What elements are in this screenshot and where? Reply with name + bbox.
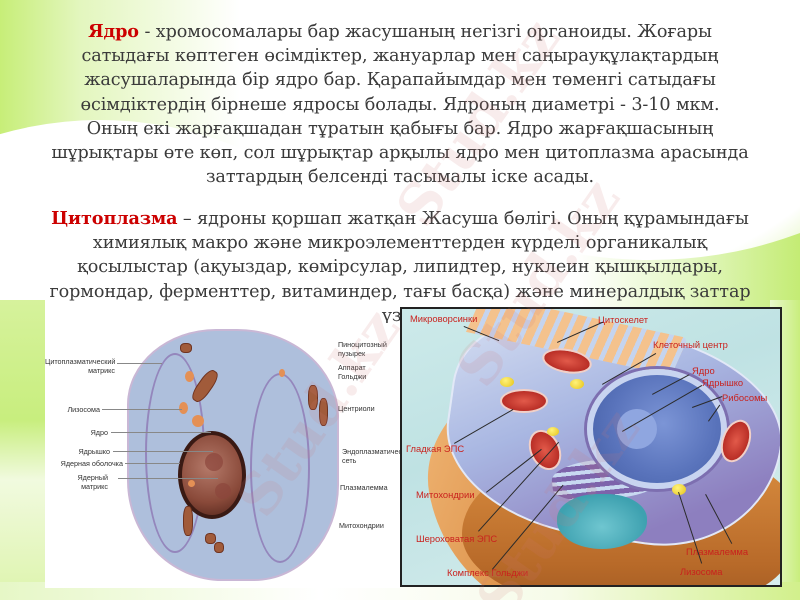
leader-line — [102, 409, 182, 410]
label-centrioles: Центриоли — [338, 404, 375, 413]
golgi-illustration — [557, 494, 647, 549]
lysosome-illustration — [185, 371, 194, 382]
paragraph-line: өсімдіктердің бірнеше ядросы болады. Ядр… — [80, 94, 720, 115]
label-lysosome: Лизосома — [67, 405, 100, 414]
label-nuclear-envelope: Ядерная оболочка — [60, 459, 123, 468]
paragraph-line: заттардың белсенді тасымалы іске асады. — [205, 167, 595, 188]
lysosome-illustration — [188, 480, 195, 487]
cell-3d-diagram: Микроворсинки Цитоскелет Клеточный центр… — [400, 307, 782, 587]
label-nucleus: Ядро — [90, 428, 108, 437]
paragraph-line: шұрықтары өте көп, сол шұрықтар арқылы я… — [51, 143, 749, 164]
lysosome-illustration — [279, 369, 285, 377]
mitochondrion-illustration — [214, 542, 224, 553]
nucleus-illustration — [587, 369, 727, 489]
label-nucleolus: Ядрышко — [702, 377, 744, 388]
label-rough-er: Шероховатая ЭПС — [416, 533, 498, 544]
mitochondrion-illustration — [183, 506, 193, 536]
label-ribosomes: Рибосомы — [722, 392, 768, 403]
lysosome-illustration — [192, 415, 204, 427]
paragraph-line: Оның екі жарғақшадан тұратын қабығы бар.… — [86, 118, 714, 139]
mitochondrion-illustration — [319, 398, 328, 426]
mitochondrion-illustration — [205, 533, 216, 544]
paragraph-line: жасушаларында бір ядро бар. Қарапайымдар… — [84, 70, 716, 91]
label-mitochondria: Митохондрии — [339, 521, 384, 530]
nucleus-paragraph: Ядро - хромосомалары бар жасушаның негіз… — [0, 20, 800, 189]
er-illustration — [250, 373, 310, 563]
background-left-strip — [0, 300, 45, 600]
leader-line — [117, 363, 162, 364]
leader-line — [125, 463, 180, 464]
mitochondrion-illustration — [180, 343, 192, 353]
lysosome-illustration — [672, 484, 686, 495]
leader-line — [111, 432, 211, 433]
label-cytoskeleton: Цитоскелет — [598, 314, 649, 325]
paragraph-line: Ядро - хромосомалары бар жасушаның негіз… — [88, 21, 712, 42]
mitochondrion-illustration — [308, 385, 318, 410]
leader-line — [118, 478, 218, 479]
leader-line — [113, 451, 213, 452]
lysosome-illustration — [547, 427, 559, 436]
label-nucleus: Ядро — [692, 365, 715, 376]
paragraph-line: Цитоплазма – ядроны қоршап жатқан Жасуша… — [51, 208, 749, 229]
label-lysosome: Лизосома — [680, 566, 723, 577]
label-plasmalemma: Плазмалемма — [686, 546, 749, 557]
mitochondrion-illustration — [500, 389, 548, 413]
lysosome-illustration — [179, 402, 188, 414]
lysosome-illustration — [570, 379, 584, 389]
label-mitochondria: Митохондрии — [416, 489, 475, 500]
nucleolus-illustration — [205, 453, 223, 471]
paragraph-line: сатыдағы көптеген өсімдіктер, жануарлар … — [81, 46, 719, 67]
label-smooth-er: Гладкая ЭПС — [406, 443, 465, 454]
nucleus-illustration — [178, 431, 246, 519]
label-nucleolus: Ядрышко — [78, 447, 110, 456]
label-microvilli: Микроворсинки — [410, 313, 478, 324]
label-golgi-complex: Комплекс Гольджи — [447, 567, 529, 578]
label-plasmalemma: Плазмалемма — [340, 483, 388, 492]
term-nucleus: Ядро — [88, 21, 139, 42]
term-cytoplasm: Цитоплазма — [51, 208, 178, 229]
label-cell-center: Клеточный центр — [653, 339, 728, 350]
paragraph-line: қосылыстар (ақуыздар, көмірсулар, липидт… — [77, 257, 723, 278]
paragraph-line: гормондар, ферменттер, витаминдер, тағы … — [49, 281, 751, 302]
paragraph-line: химиялық макро және микроэлементтерден к… — [92, 233, 708, 254]
lysosome-illustration — [500, 377, 514, 387]
nucleolus-illustration — [215, 483, 231, 499]
cytoplasm-paragraph: Цитоплазма – ядроны қоршап жатқан Жасуша… — [0, 207, 800, 328]
